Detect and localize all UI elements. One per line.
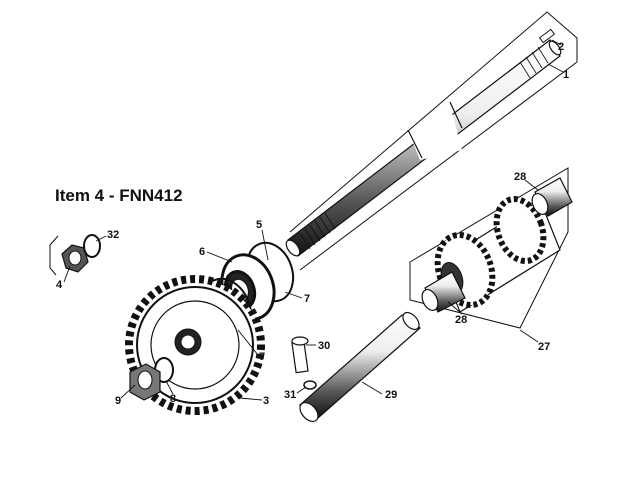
callout-29: 29 [385, 389, 397, 401]
callout-30: 30 [318, 340, 330, 352]
shaft-key [538, 28, 556, 44]
callout-8: 8 [170, 393, 176, 405]
washer-and-nut [129, 357, 174, 401]
callout-28-upper: 28 [514, 171, 526, 183]
callout-4: 4 [56, 279, 63, 291]
callout-31: 31 [284, 389, 296, 401]
leader-lines [63, 39, 564, 401]
cluster-bracket [409, 167, 569, 329]
callout-7-upper: 7 [304, 293, 310, 305]
layshaft-spindle [299, 311, 421, 423]
nut-fnn412 [49, 234, 101, 276]
bolt-and-washer [291, 336, 317, 390]
callout-6: 6 [199, 246, 205, 258]
item-title: Item 4 - FNN412 [55, 186, 183, 205]
callout-2: 2 [558, 41, 564, 53]
mainshaft [285, 39, 562, 257]
cluster-bushes [421, 177, 573, 313]
callout-9: 9 [115, 395, 121, 407]
callout-27: 27 [538, 341, 550, 353]
mainshaft-bracket [289, 11, 578, 271]
callout-7-lower: 7 [259, 351, 265, 363]
callout-3: 3 [263, 395, 269, 407]
callout-28-lower: 28 [455, 314, 467, 326]
cluster-gear [434, 196, 561, 313]
callout-32: 32 [107, 229, 119, 241]
callout-5: 5 [256, 219, 262, 231]
callout-labels: 1 2 5 6 7 7 3 8 9 4 32 30 31 29 27 28 28 [56, 41, 569, 407]
callout-1: 1 [563, 69, 569, 81]
